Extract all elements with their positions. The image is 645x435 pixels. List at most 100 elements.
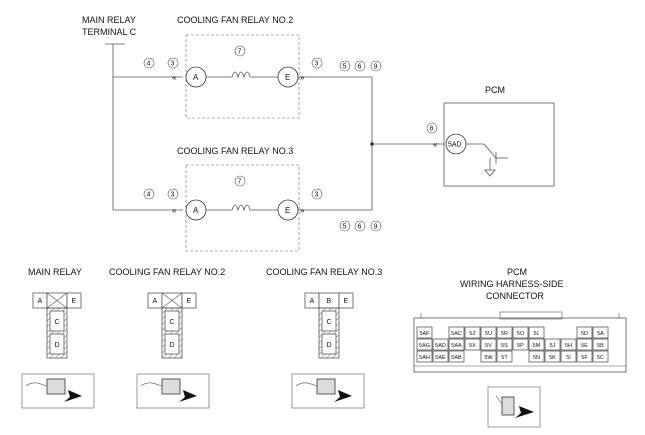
svg-text:4: 4: [147, 61, 151, 68]
pcm-pin-label: 5S: [501, 343, 508, 349]
svg-text:E: E: [187, 298, 192, 305]
pcm-pin-cell: [496, 326, 513, 339]
pcm-pin-label: 5V: [485, 343, 492, 349]
pcm-pin-cell: [528, 326, 545, 339]
main-relay-connector-photo-icon: [21, 373, 95, 409]
pcm-pin-cell: [512, 326, 529, 339]
pcm-pin-cell: [576, 326, 593, 339]
svg-text:4: 4: [147, 192, 151, 199]
pcm-pin-label: 5B: [597, 343, 604, 349]
relay-no3-connector: A B E C D: [304, 292, 354, 359]
svg-text:C: C: [327, 319, 332, 326]
main-relay-connector-title: MAIN RELAY: [28, 267, 82, 277]
pcm-pin-cell: [592, 350, 609, 363]
pcm-pin-label: 5AG: [419, 343, 430, 349]
pcm-pin-cell: [512, 338, 529, 351]
relay-no3-connector-title: COOLING FAN RELAY NO.3: [266, 267, 382, 277]
svg-text:«: «: [433, 140, 438, 149]
relay-no3-title: COOLING FAN RELAY NO.3: [177, 146, 293, 156]
pcm-pin-label: 5AF: [419, 331, 430, 337]
pcm-pin-cell: [448, 338, 465, 351]
main-relay-terminal-c-label: TERMINAL C: [82, 27, 137, 37]
pcm-pin-label: 5K: [549, 355, 556, 361]
pcm-pin-cell: [560, 338, 577, 351]
pcm-pin-cell: [448, 326, 465, 339]
pcm-ground-transistor-icon: [466, 143, 508, 177]
pcm-connector-subtitle: WIRING HARNESS-SIDE: [460, 279, 564, 289]
relay-no2-coil-icon: [231, 71, 251, 79]
main-relay-connector: A E C D: [32, 292, 82, 359]
pcm-pin-label: 5O: [517, 331, 525, 337]
relay-no2-ref-coil: 7: [234, 45, 246, 57]
svg-text:8: 8: [430, 126, 434, 133]
pcm-pin-label: 5AD: [435, 343, 446, 349]
pcm-pin-label: 5A: [597, 331, 604, 337]
relay-no2-ref-left: 4 3: [143, 57, 179, 69]
svg-text:5AD: 5AD: [448, 142, 462, 149]
svg-text:E: E: [285, 73, 290, 82]
pcm-pin-cell: [496, 338, 513, 351]
pcm-pin-label: 5P: [517, 343, 524, 349]
relay-no3-connector-photo-icon: [291, 373, 365, 409]
pcm-pin-label: 5F: [581, 355, 588, 361]
relay-no3-ref-left: 4 3: [143, 188, 179, 200]
svg-text:6: 6: [358, 224, 362, 231]
pcm-pin-cell: [496, 350, 513, 363]
svg-text:7: 7: [238, 179, 242, 186]
svg-text:D: D: [170, 342, 175, 349]
relay-no2-connector: A E C D: [147, 292, 197, 359]
svg-text:B: B: [327, 298, 332, 305]
pcm-pin-cell: [480, 350, 497, 363]
pcm-pin-label: 5AH: [419, 355, 430, 361]
pcm-pin-label: 5D: [581, 331, 588, 337]
pcm-pin-cell: [464, 326, 481, 339]
svg-text:9: 9: [374, 224, 378, 231]
pcm-pin-cell: [480, 338, 497, 351]
pcm-pin-label: 5AC: [451, 331, 462, 337]
relay-no2-connector-photo-icon: [136, 373, 210, 409]
pcm-pin-cell: [592, 338, 609, 351]
svg-text:»: »: [300, 206, 305, 215]
svg-text:A: A: [153, 298, 158, 305]
pcm-pin-label: 5M: [533, 343, 541, 349]
main-relay-terminal-symbol: [105, 43, 125, 210]
pcm-pin-label: 5J: [550, 343, 556, 349]
pcm-pin-cell: [464, 338, 481, 351]
pcm-pin-cell: [416, 338, 433, 351]
svg-text:6: 6: [358, 64, 362, 71]
svg-text:C: C: [55, 319, 60, 326]
pcm-pin-label: 5T: [501, 355, 508, 361]
pcm-pin-cell: [576, 338, 593, 351]
pcm-pin-cell: [592, 326, 609, 339]
svg-text:E: E: [72, 298, 77, 305]
svg-text:D: D: [55, 342, 60, 349]
pcm-pin-cell: [432, 350, 449, 363]
main-relay-terminal-label: MAIN RELAY: [82, 15, 136, 25]
relay-no2-title: COOLING FAN RELAY NO.2: [177, 15, 293, 25]
pcm-pin-label: 5AB: [451, 355, 462, 361]
svg-text:3: 3: [171, 61, 175, 68]
svg-text:E: E: [285, 206, 290, 215]
pcm-pin-label: 5AE: [435, 355, 446, 361]
pcm-pin-cell: [544, 338, 561, 351]
relay-no2-connector-title: COOLING FAN RELAY NO.2: [109, 267, 225, 277]
svg-text:7: 7: [238, 49, 242, 56]
pcm-pin-label: 5E: [581, 343, 588, 349]
pcm-ref: 8: [426, 122, 438, 134]
svg-text:A: A: [310, 298, 315, 305]
pcm-pin-cell: [560, 350, 577, 363]
pcm-pin-label: 5I: [566, 355, 571, 361]
pcm-pin-cell: [528, 338, 545, 351]
svg-text:«: «: [172, 73, 177, 82]
svg-text:3: 3: [315, 61, 319, 68]
pcm-pin-cell: [544, 350, 561, 363]
relay-no3-coil-icon: [231, 204, 251, 212]
pcm-pin-cell: [432, 338, 449, 351]
svg-text:C: C: [170, 319, 175, 326]
pcm-pin-label: 5X: [469, 343, 476, 349]
pcm-pin-label: 5H: [565, 343, 572, 349]
svg-text:3: 3: [315, 192, 319, 199]
pcm-pin-cell: [576, 350, 593, 363]
